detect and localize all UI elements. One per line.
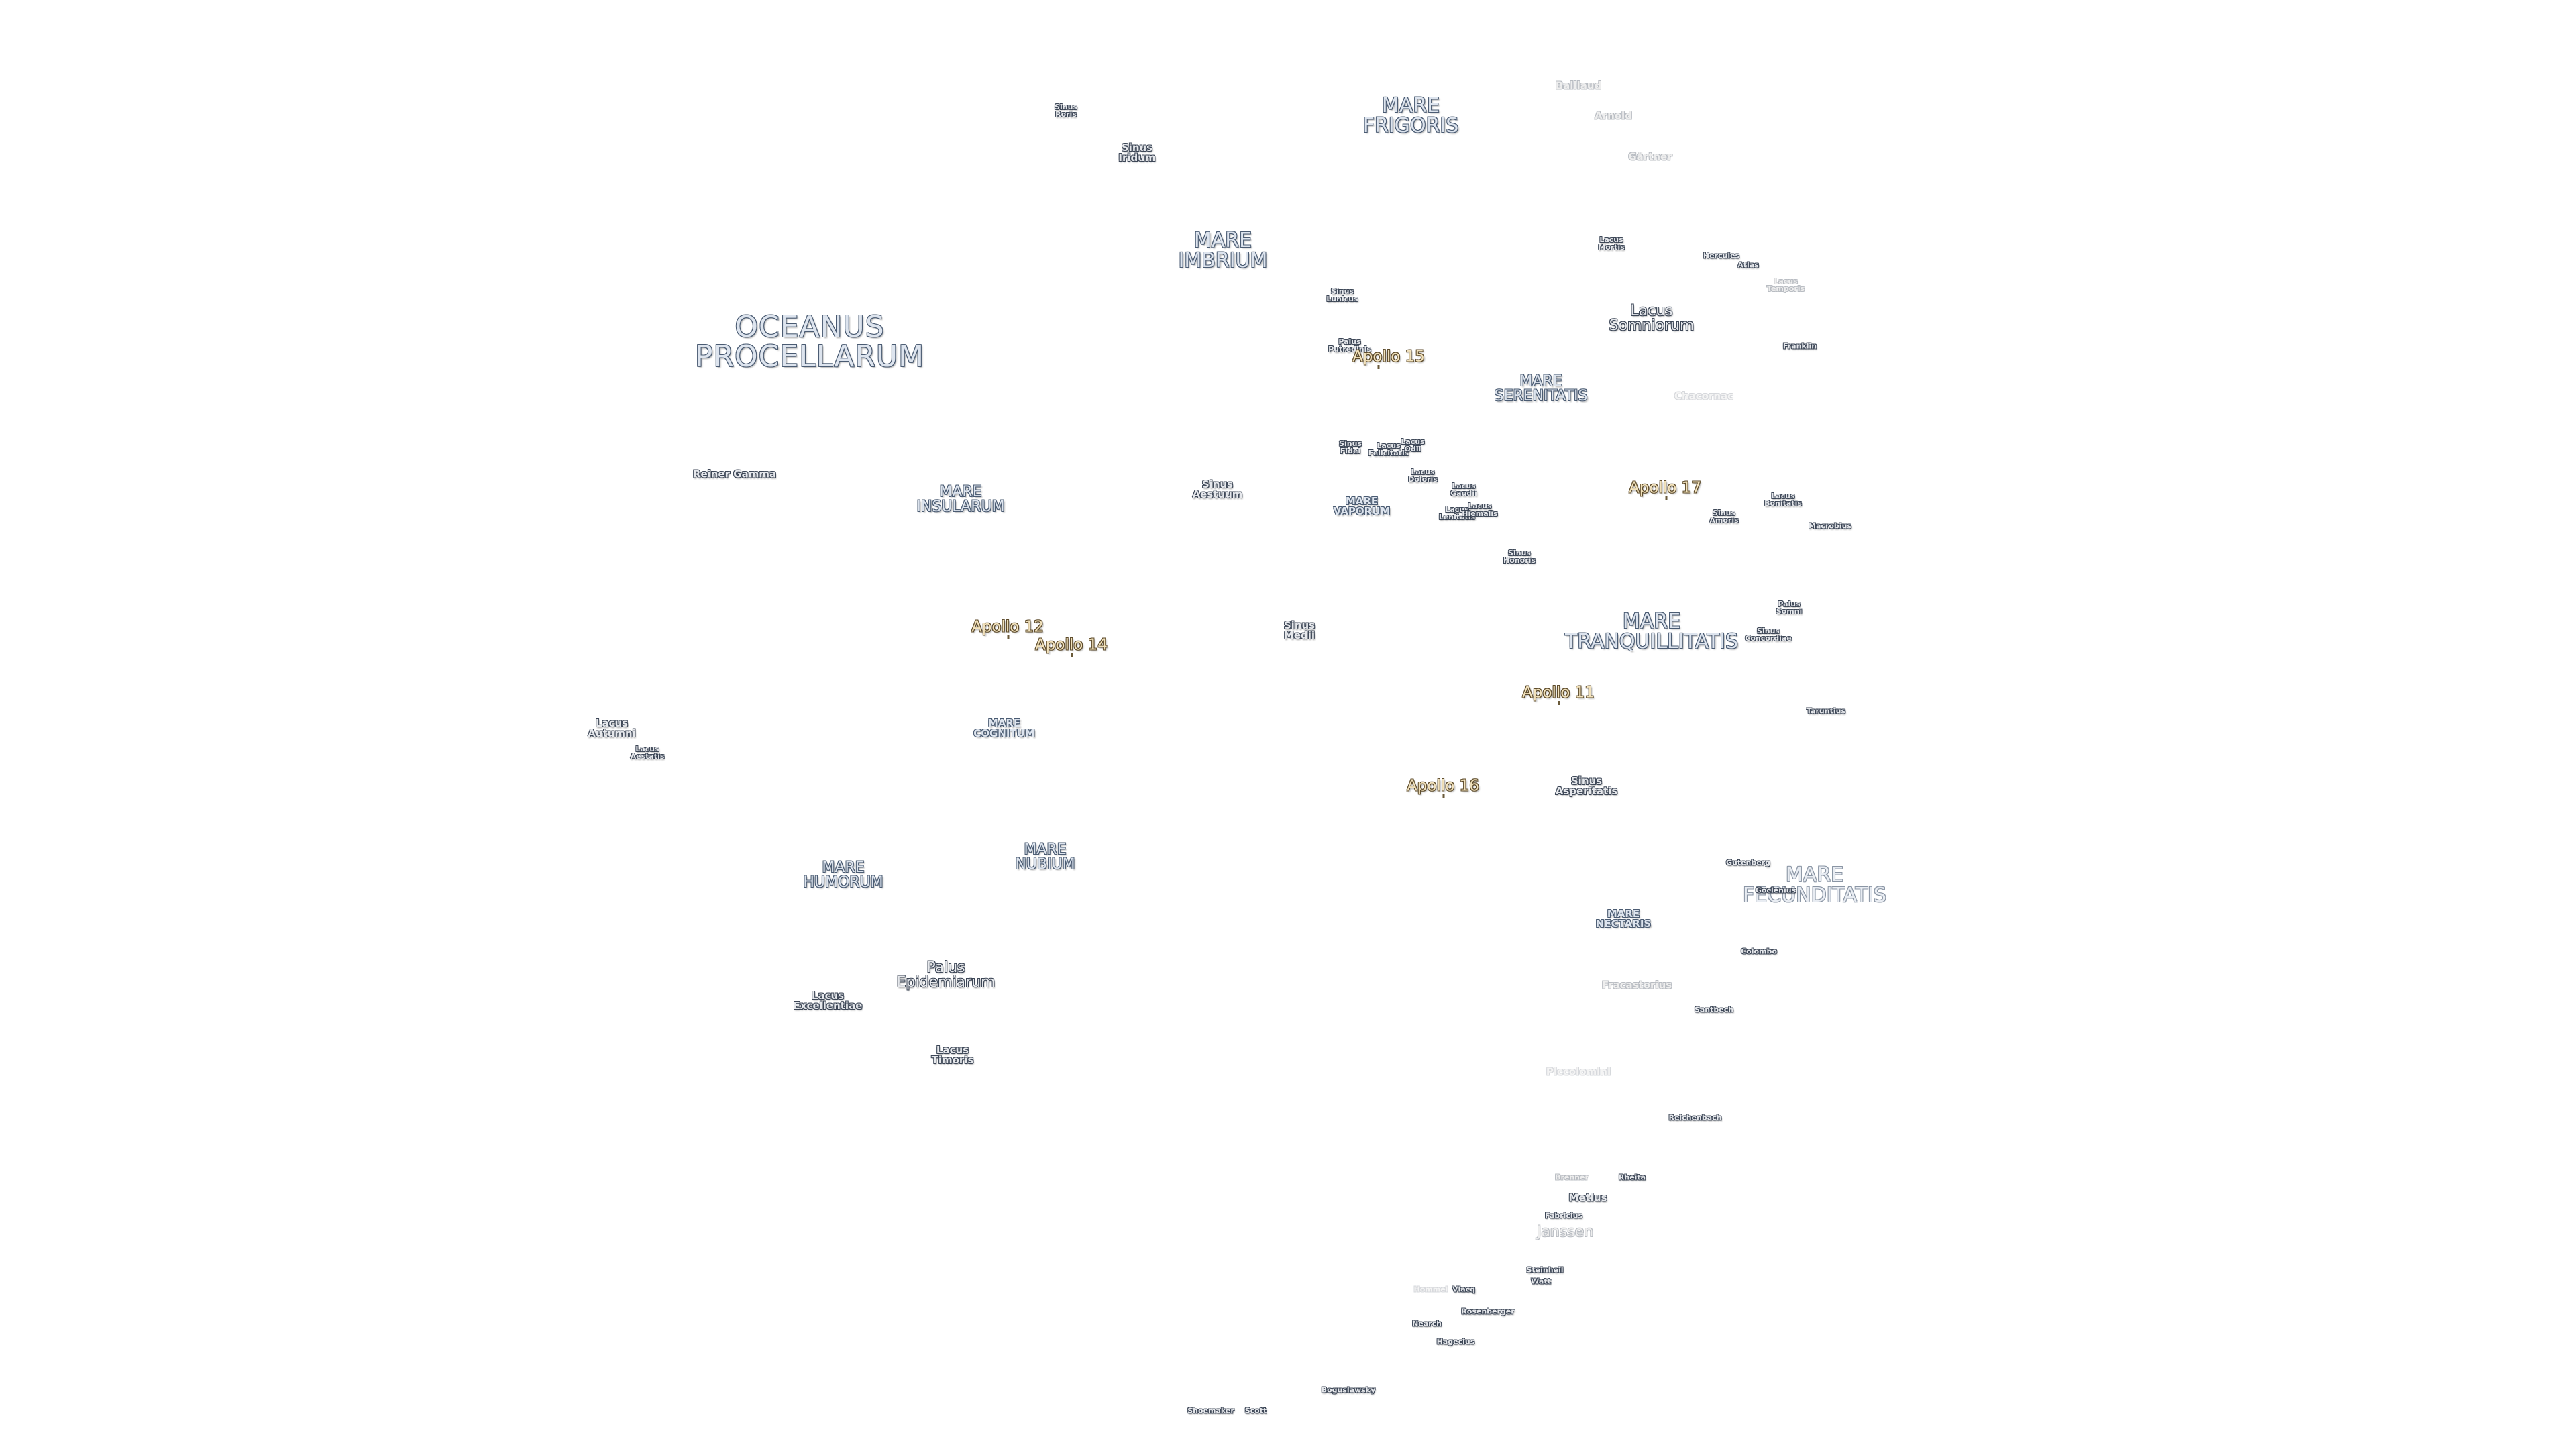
label-lacus-timoris[interactable]: Lacus Timoris (931, 1044, 974, 1066)
label-crater-hercules[interactable]: Hercules (1703, 251, 1740, 260)
label-sinus-lunicus[interactable]: Sinus Lunicus (1326, 287, 1358, 303)
label-sinus-amoris[interactable]: Sinus Amoris (1709, 508, 1739, 525)
label-crater-janssen[interactable]: Janssen (1536, 1224, 1594, 1240)
label-mare-nectaris[interactable]: MARE NECTARIS (1595, 908, 1652, 930)
label-lacus-lenitatis[interactable]: Lacus Lenitatis (1438, 505, 1476, 521)
label-palus-somni[interactable]: Palus Somni (1776, 600, 1803, 616)
label-mare-insularum[interactable]: MARE INSULARUM (916, 484, 1005, 515)
label-crater-boguslawsky[interactable]: Boguslawsky (1321, 1385, 1376, 1395)
label-oceanus-procellarum[interactable]: OCEANUS PROCELLARUM (694, 310, 925, 374)
label-apollo-17[interactable]: Apollo 17 (1629, 479, 1701, 497)
apollo-12-marker (1007, 635, 1010, 639)
label-sinus-asperitatis[interactable]: Sinus Asperitatis (1555, 775, 1618, 797)
label-crater-arnold[interactable]: Arnold (1595, 109, 1632, 122)
label-lacus-doloris[interactable]: Lacus Doloris (1408, 468, 1438, 484)
apollo-11-marker (1558, 701, 1560, 705)
label-crater-hagecius[interactable]: Hagecius (1436, 1337, 1475, 1346)
label-mare-serenitatis[interactable]: MARE SERENITATIS (1494, 373, 1588, 405)
label-crater-taruntius[interactable]: Taruntius (1806, 706, 1846, 716)
apollo-15-marker (1377, 365, 1380, 369)
label-lacus-felicitatis[interactable]: Lacus Felicitatis (1368, 441, 1409, 458)
label-mare-frigoris[interactable]: MARE FRIGORIS (1362, 94, 1459, 138)
label-sinus-medii[interactable]: Sinus Medii (1283, 619, 1316, 641)
label-lacus-mortis[interactable]: Lacus Mortis (1598, 235, 1625, 252)
label-mare-humorum[interactable]: MARE HUMORUM (803, 859, 883, 891)
label-crater-reiner-gamma[interactable]: Reiner Gamma (692, 468, 777, 480)
label-crater-atlas[interactable]: Atlas (1737, 260, 1759, 270)
label-crater-santbech[interactable]: Santbech (1694, 1005, 1734, 1014)
label-sinus-aestuum[interactable]: Sinus Aestuum (1192, 478, 1243, 500)
label-lacus-hiemalis[interactable]: Lacus Hiemalis (1462, 502, 1498, 518)
label-crater-rosenberger[interactable]: Rosenberger (1461, 1307, 1515, 1316)
label-mare-fecunditatis[interactable]: MARE FECUNDITATIS (1743, 863, 1886, 907)
label-mare-tranquillitatis[interactable]: MARE TRANQUILLITATIS (1564, 610, 1739, 653)
label-crater-bailiaud[interactable]: Bailiaud (1555, 79, 1602, 92)
label-lacus-gaudii[interactable]: Lacus Gaudii (1450, 482, 1477, 498)
label-mare-vaporum[interactable]: MARE VAPORUM (1333, 495, 1391, 517)
label-apollo-12[interactable]: Apollo 12 (971, 618, 1044, 636)
label-crater-nearch[interactable]: Nearch (1412, 1319, 1442, 1328)
label-crater-gutenberg[interactable]: Gutenberg (1725, 858, 1771, 867)
label-lacus-temporis[interactable]: Lacus Temporis (1766, 277, 1805, 293)
label-mare-cognitum[interactable]: MARE COGNITUM (973, 717, 1035, 739)
label-palus-putredinis[interactable]: Palus Putredinis (1328, 337, 1371, 354)
label-crater-hommel[interactable]: Hommel (1413, 1285, 1448, 1294)
label-sinus-iridum[interactable]: Sinus Iridum (1118, 142, 1156, 164)
label-crater-watt[interactable]: Watt (1531, 1277, 1551, 1286)
label-crater-shoemaker[interactable]: Shoemaker (1187, 1406, 1234, 1415)
apollo-16-marker (1442, 794, 1445, 798)
label-crater-fabricius[interactable]: Fabricius (1544, 1211, 1583, 1220)
label-sinus-fidei[interactable]: Sinus Fidei (1339, 439, 1362, 455)
label-lacus-excellentiae[interactable]: Lacus Excellentiae (793, 989, 863, 1012)
label-sinus-concordiae[interactable]: Sinus Concordiae (1745, 627, 1792, 643)
label-palus-epidemiarum[interactable]: Palus Epidemiarum (896, 959, 996, 991)
label-sinus-honoris[interactable]: Sinus Honoris (1503, 549, 1536, 565)
label-crater-gartner[interactable]: Gärtner (1628, 150, 1672, 163)
label-apollo-15[interactable]: Apollo 15 (1352, 347, 1425, 366)
label-crater-steinheil[interactable]: Steinheil (1526, 1265, 1564, 1275)
label-crater-goclenius[interactable]: Goclenius (1755, 885, 1796, 895)
apollo-17-marker (1665, 496, 1668, 500)
label-crater-reichenbach[interactable]: Reichenbach (1668, 1113, 1722, 1122)
label-lacus-autumni[interactable]: Lacus Autumni (588, 717, 636, 739)
label-crater-colombo[interactable]: Colombo (1741, 947, 1777, 956)
label-crater-fracastorius[interactable]: Fracastorius (1601, 979, 1672, 991)
label-crater-vlacq[interactable]: Vlacq (1452, 1285, 1476, 1294)
label-lacus-aestatis[interactable]: Lacus Aestatis (630, 745, 665, 761)
label-crater-metius[interactable]: Metius (1568, 1191, 1607, 1204)
label-crater-franklin[interactable]: Franklin (1782, 341, 1817, 351)
label-mare-imbrium[interactable]: MARE IMBRIUM (1178, 229, 1268, 272)
label-sinus-roris[interactable]: Sinus Roris (1055, 103, 1077, 119)
label-crater-macrobius[interactable]: Macrobius (1809, 521, 1851, 531)
label-mare-nubium[interactable]: MARE NUBIUM (1015, 841, 1075, 873)
apollo-14-marker (1071, 653, 1073, 657)
label-apollo-14[interactable]: Apollo 14 (1035, 636, 1108, 654)
label-lacus-odii[interactable]: Lacus Odii (1401, 437, 1425, 453)
label-crater-chacornac[interactable]: Chacornac (1674, 390, 1734, 402)
label-crater-scott[interactable]: Scott (1244, 1406, 1267, 1415)
label-lacus-bonitatis[interactable]: Lacus Bonitatis (1764, 492, 1802, 508)
label-crater-brenner[interactable]: Brenner (1555, 1173, 1589, 1182)
label-crater-rheita[interactable]: Rheita (1618, 1173, 1646, 1182)
label-apollo-11[interactable]: Apollo 11 (1522, 684, 1595, 702)
label-crater-piccolomini[interactable]: Piccolomini (1546, 1065, 1611, 1078)
label-apollo-16[interactable]: Apollo 16 (1407, 777, 1479, 795)
label-lacus-somniorum[interactable]: Lacus Somniorum (1609, 303, 1695, 334)
